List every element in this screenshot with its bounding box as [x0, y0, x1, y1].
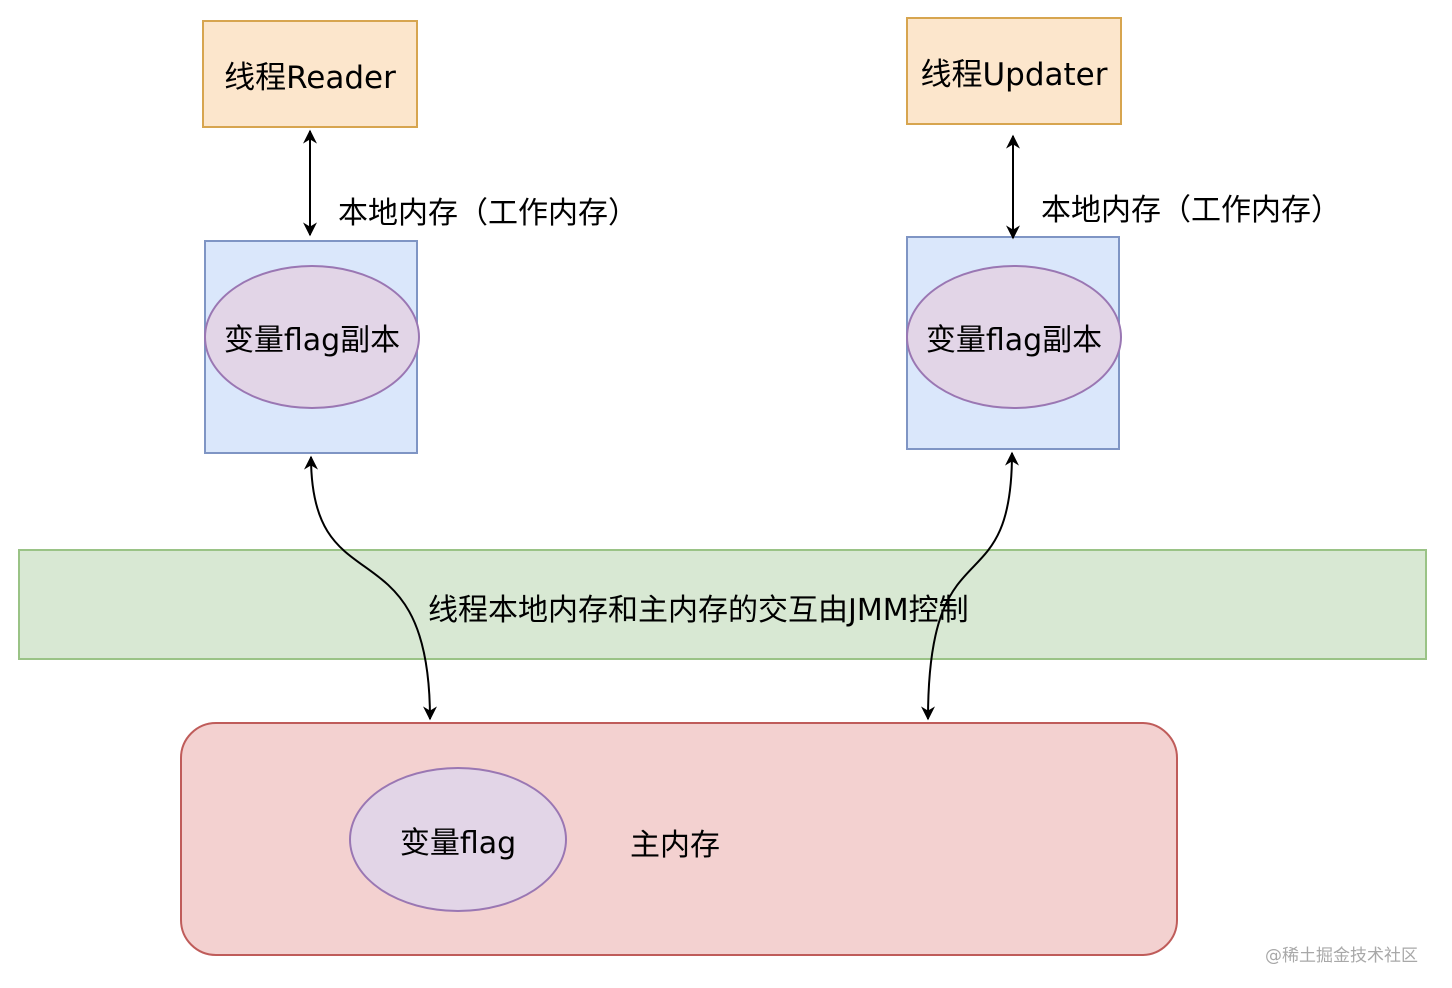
thread-reader-box: 线程Reader — [202, 20, 418, 128]
flag-copy-reader-label: 变量flag副本 — [223, 323, 401, 358]
thread-updater-label: 线程Updater — [920, 56, 1108, 93]
watermark: @稀土掘金技术社区 — [1265, 946, 1418, 966]
flag-copy-reader-ellipse: 变量flag副本 — [204, 265, 420, 409]
jmm-interaction-band — [18, 549, 1427, 660]
thread-reader-label: 线程Reader — [224, 59, 396, 96]
flag-variable-label: 变量flag — [399, 825, 517, 861]
main-memory-label: 主内存 — [630, 828, 720, 863]
thread-updater-box: 线程Updater — [906, 17, 1122, 125]
flag-variable-ellipse: 变量flag — [349, 767, 567, 912]
reader-local-main-arrow — [304, 455, 437, 721]
updater-local-main-arrow — [921, 451, 1019, 721]
flag-copy-updater-label: 变量flag副本 — [925, 323, 1103, 358]
main-memory-box — [180, 722, 1178, 956]
jmm-band-label: 线程本地内存和主内存的交互由JMM控制 — [428, 593, 969, 628]
flag-copy-updater-ellipse: 变量flag副本 — [906, 265, 1122, 409]
local-memory-label-updater: 本地内存（工作内存） — [1041, 193, 1341, 228]
local-memory-label-reader: 本地内存（工作内存） — [338, 196, 638, 231]
